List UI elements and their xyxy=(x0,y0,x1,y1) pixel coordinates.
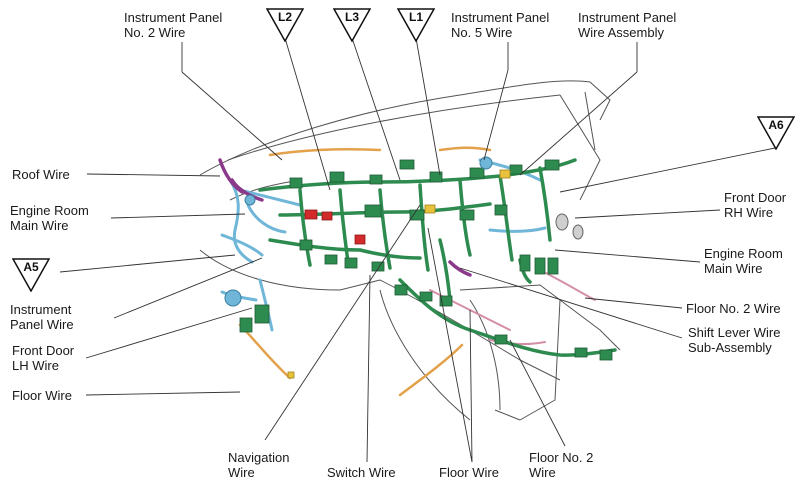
yellow-connectors xyxy=(287,169,511,379)
label-instrument-panel-wire: Instrument Panel Wire xyxy=(10,302,74,332)
marker-l2-label: L2 xyxy=(277,10,292,24)
marker-l2: L2 xyxy=(266,8,304,42)
marker-l1: L1 xyxy=(397,8,435,42)
label-front-door-lh-wire: Front Door LH Wire xyxy=(12,343,75,373)
green-harness xyxy=(258,158,617,357)
marker-l3-label: L3 xyxy=(344,10,359,24)
marker-a5-label: A5 xyxy=(23,260,39,274)
label-engine-room-main-wire-left: Engine Room Main Wire xyxy=(10,203,89,233)
label-floor-no2-wire-right: Floor No. 2 Wire xyxy=(686,301,781,316)
grommets xyxy=(224,156,493,307)
label-roof-wire: Roof Wire xyxy=(12,167,70,182)
marker-l3: L3 xyxy=(333,8,371,42)
label-instrument-panel-no2-wire: Instrument Panel No. 2 Wire xyxy=(124,10,223,40)
red-connectors xyxy=(304,209,366,245)
label-shift-lever-wire-sub-assembly: Shift Lever Wire Sub-Assembly xyxy=(688,325,781,355)
marker-l1-label: L1 xyxy=(408,10,423,24)
marker-a6-label: A6 xyxy=(768,118,784,132)
label-floor-wire-bottom: Floor Wire xyxy=(439,465,499,480)
label-engine-room-main-wire-right: Engine Room Main Wire xyxy=(704,246,783,276)
pink-harness xyxy=(429,269,596,346)
label-navigation-wire: Navigation Wire xyxy=(228,450,290,480)
front-door-rh-connector xyxy=(555,213,584,240)
label-switch-wire: Switch Wire xyxy=(327,465,396,480)
purple-harness xyxy=(218,158,472,277)
marker-a6: A6 xyxy=(757,116,795,150)
marker-a5: A5 xyxy=(12,258,50,292)
label-instrument-panel-wire-assembly: Instrument Panel Wire Assembly xyxy=(578,10,677,40)
leader-lines xyxy=(59,37,776,463)
label-front-door-rh-wire: Front Door RH Wire xyxy=(724,190,787,220)
label-instrument-panel-no5-wire: Instrument Panel No. 5 Wire xyxy=(451,10,550,40)
label-floor-wire-left: Floor Wire xyxy=(12,388,72,403)
connectors xyxy=(239,159,613,361)
label-floor-no2-wire-bottom: Floor No. 2 Wire xyxy=(529,450,594,480)
